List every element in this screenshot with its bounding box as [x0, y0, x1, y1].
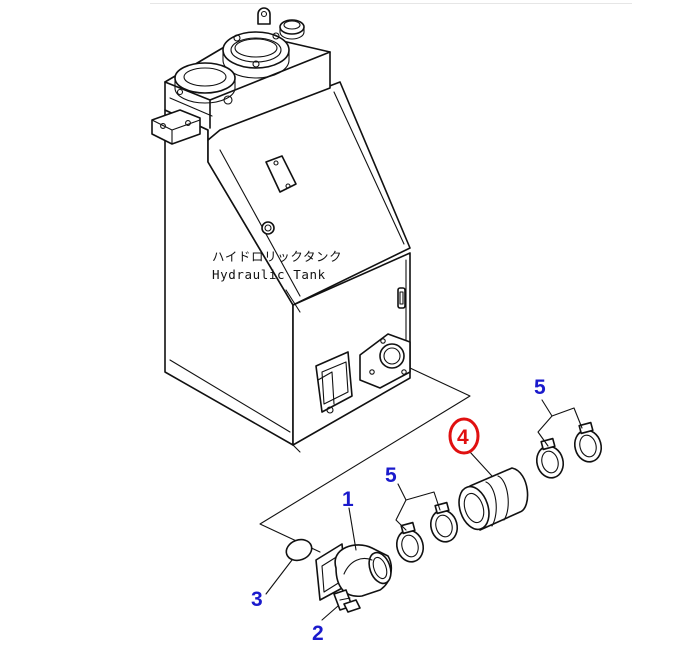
assembly-plane-lines	[259, 367, 471, 553]
tank-label-japanese: ハイドロリックタンク	[212, 249, 342, 264]
hydraulic-tank	[151, 7, 411, 446]
callout-4: 4	[457, 426, 469, 449]
tank-label-english: Hydraulic Tank	[212, 267, 326, 282]
callout-3: 3	[251, 588, 263, 611]
part-1-elbow	[315, 543, 393, 601]
callout-1: 1	[342, 488, 354, 511]
part-5-clamps-upper	[535, 421, 603, 479]
callout-5-upper: 5	[534, 376, 546, 399]
part-4-hose	[458, 467, 529, 531]
part-5-clamps-lower	[395, 501, 459, 563]
top-border-line	[150, 3, 632, 4]
part-2-bolt	[333, 589, 361, 613]
callout-leaders	[265, 399, 583, 621]
callout-4-highlight: 4	[448, 417, 480, 455]
part-3-plug	[285, 538, 313, 562]
callout-2: 2	[312, 622, 324, 645]
callout-5-lower: 5	[385, 464, 397, 487]
